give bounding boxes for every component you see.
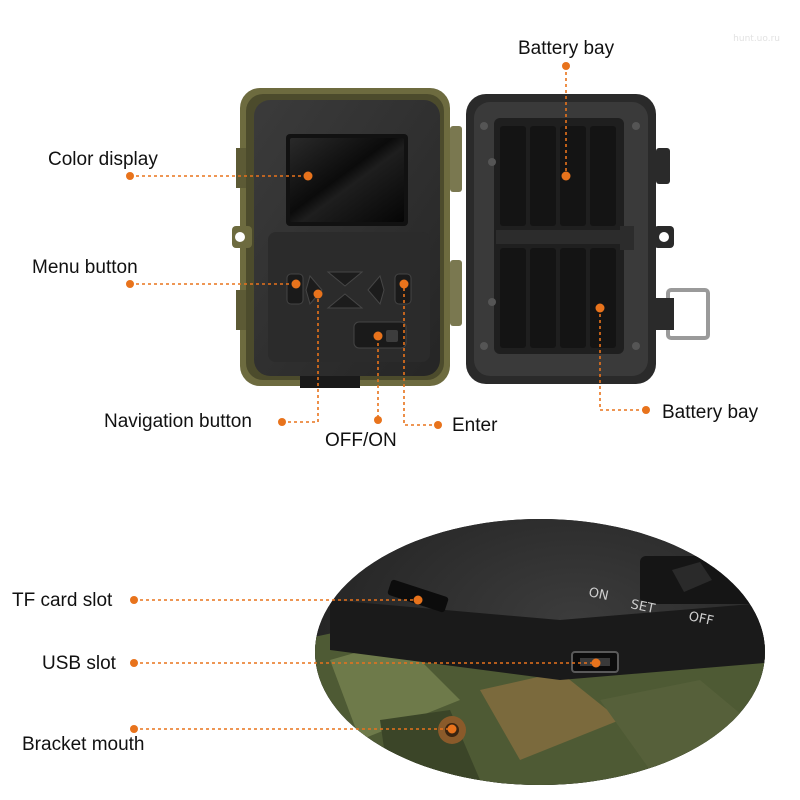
callout-dot <box>291 279 301 289</box>
battery-slots-bottom <box>500 248 616 348</box>
battery-compartment <box>466 94 710 384</box>
label-enter: Enter <box>452 415 498 436</box>
label-navigation-button: Navigation button <box>104 411 252 432</box>
label-off-on: OFF/ON <box>325 430 397 451</box>
label-bracket-mouth: Bracket mouth <box>22 734 145 755</box>
closeup-view: ON SET OFF <box>315 519 765 785</box>
callout-dot <box>126 280 134 288</box>
label-color-display: Color display <box>48 149 158 170</box>
leader-navigation-button <box>282 294 319 423</box>
closeup-switch-off-label: OFF <box>687 609 715 629</box>
callout-dot <box>373 331 383 341</box>
leader-battery-bay-right <box>599 308 646 411</box>
callout-dot <box>399 279 409 289</box>
callout-dot <box>562 62 570 70</box>
front-button-panel <box>268 232 430 362</box>
callout-dot <box>313 289 323 299</box>
callout-dot <box>642 406 650 414</box>
callout-dot <box>126 172 134 180</box>
callout-dot <box>591 658 601 668</box>
label-battery-bay-right: Battery bay <box>662 402 759 423</box>
callout-dot <box>303 171 313 181</box>
label-battery-bay-top: Battery bay <box>518 38 615 59</box>
hinge <box>450 126 462 326</box>
color-display-screen <box>286 134 408 226</box>
callout-dot <box>595 303 605 313</box>
callout-dot <box>447 724 457 734</box>
closeup-switch-set-label: SET <box>629 597 656 617</box>
label-tf-card-slot: TF card slot <box>12 590 113 611</box>
battery-slots-top <box>500 126 616 226</box>
leader-enter <box>403 284 438 426</box>
callout-dot <box>130 659 138 667</box>
callout-dot <box>278 418 286 426</box>
callout-dot <box>561 171 571 181</box>
callout-dot <box>434 421 442 429</box>
closeup-switch-on-label: ON <box>587 585 610 604</box>
label-usb-slot: USB slot <box>42 653 116 674</box>
callout-dot <box>413 595 423 605</box>
callout-dot <box>374 416 382 424</box>
callout-dot <box>130 596 138 604</box>
callout-dot <box>130 725 138 733</box>
watermark-text: hunt.uo.ru <box>733 34 780 44</box>
label-menu-button: Menu button <box>32 257 138 278</box>
